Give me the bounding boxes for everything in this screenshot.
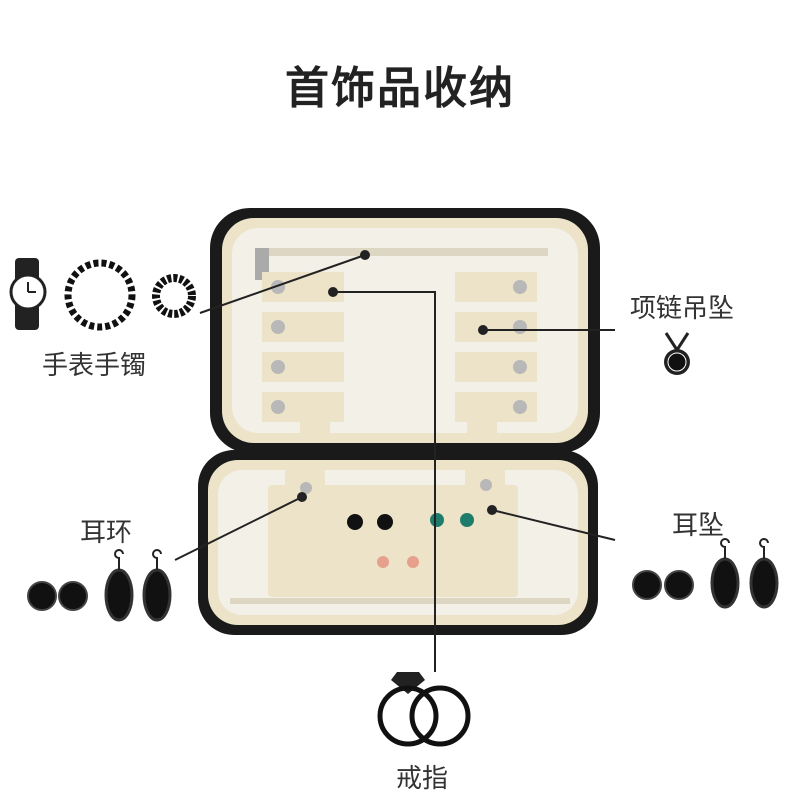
label-drop-earrings: 耳坠 <box>672 511 725 541</box>
label-watch-bracelet: 手表手镯 <box>42 351 147 381</box>
drop-earrings-icon-left <box>104 549 172 622</box>
drop-earrings-icon-right <box>710 538 779 609</box>
label-ring: 戒指 <box>396 764 449 794</box>
label-earrings: 耳环 <box>80 518 133 548</box>
watch-icon <box>9 258 47 330</box>
bead-bracelet-icon <box>64 259 136 331</box>
bangle-icon <box>152 274 196 318</box>
pendant-icon <box>664 332 690 375</box>
earring-panel <box>268 485 518 597</box>
page-title: 首饰品收纳 <box>285 63 515 114</box>
leader-lines <box>174 250 616 672</box>
label-necklace-pendant: 项链吊坠 <box>630 294 735 324</box>
stud-earrings-icon <box>27 581 88 611</box>
case-lower-tray <box>198 450 598 635</box>
rings-icon <box>377 672 471 747</box>
right-straps <box>455 272 537 422</box>
stud-earrings-icon-right <box>632 570 694 600</box>
